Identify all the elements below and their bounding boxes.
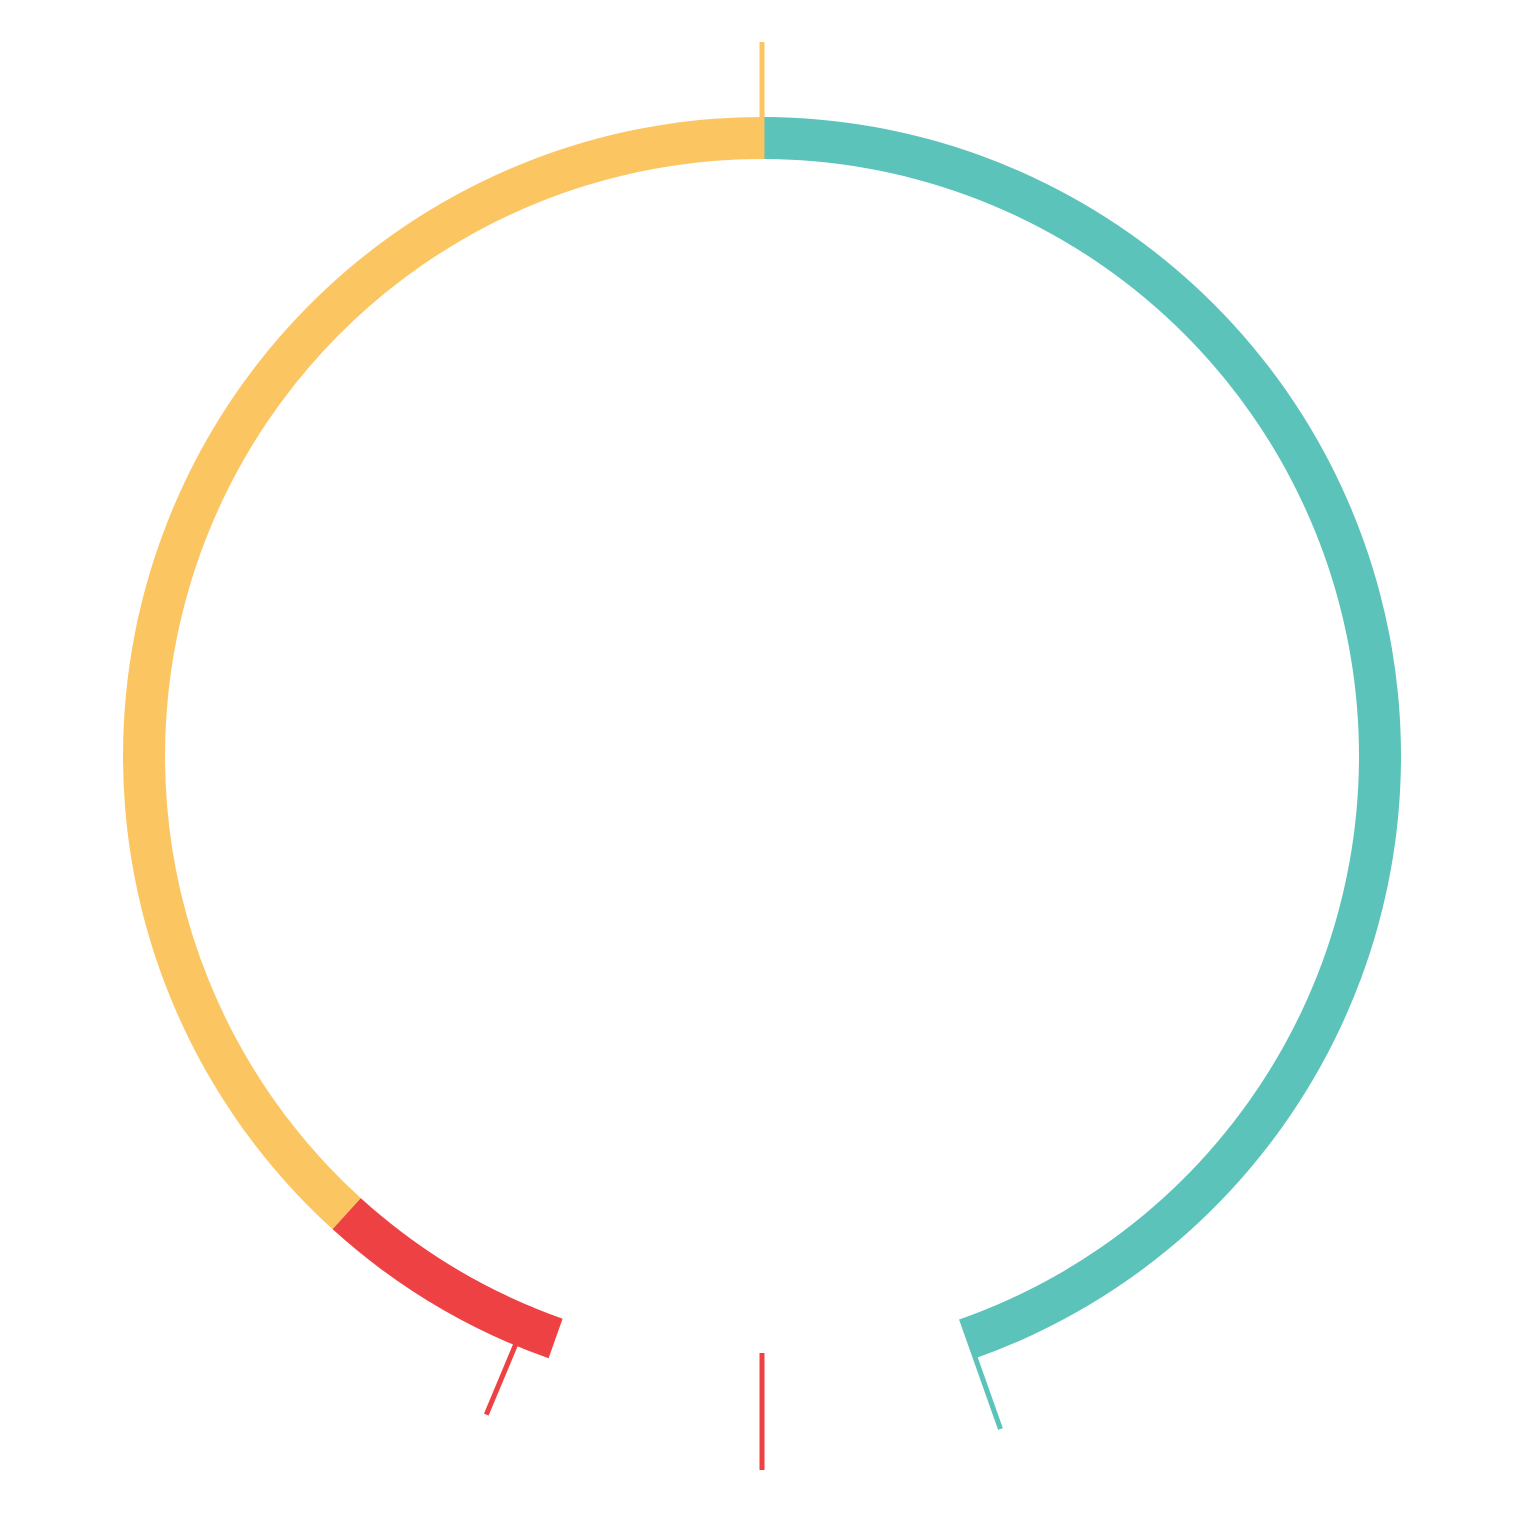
ring-segment-3 bbox=[332, 1198, 563, 1359]
ring-marker-2 bbox=[959, 1317, 1003, 1430]
ring-marker-4 bbox=[483, 1305, 534, 1416]
ring-markers bbox=[483, 42, 1003, 1470]
ring-segment-1 bbox=[762, 117, 1402, 1359]
ring-segment-4 bbox=[123, 117, 762, 1230]
ring-segments bbox=[123, 117, 1402, 1395]
